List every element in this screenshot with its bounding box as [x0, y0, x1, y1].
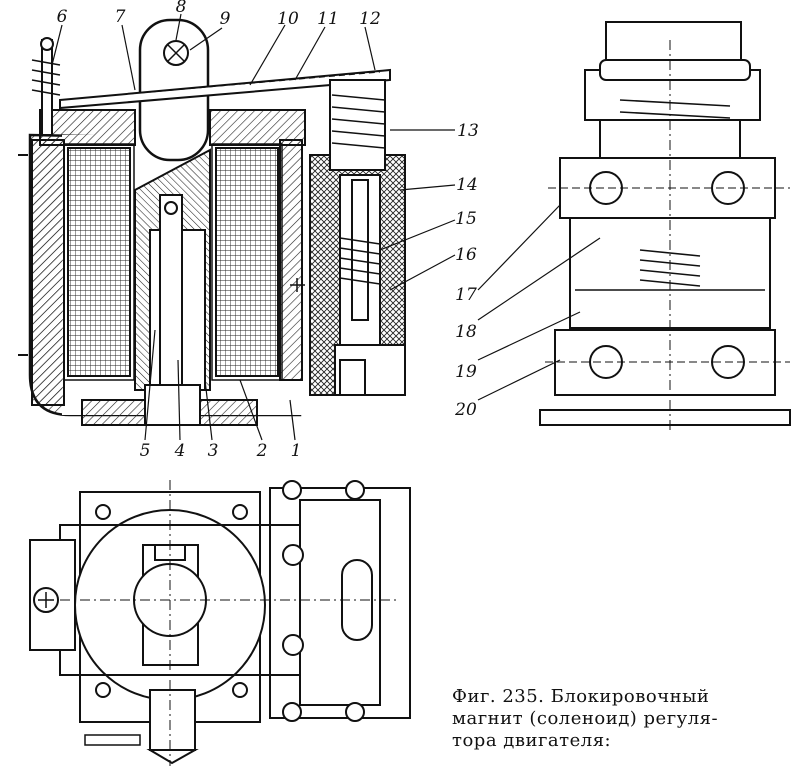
label-18: 18 [455, 322, 477, 342]
label-13: 13 [457, 121, 479, 141]
label-10: 10 [277, 9, 299, 29]
plan-view [29, 480, 411, 766]
side-view [539, 21, 791, 430]
label-16: 16 [455, 245, 477, 265]
label-1: 1 [291, 441, 302, 461]
label-5: 5 [140, 441, 151, 461]
label-4: 4 [174, 441, 186, 461]
caption-line-1: Фиг. 235. Блокировочный [452, 686, 710, 707]
label-7: 7 [115, 7, 126, 27]
label-20: 20 [454, 400, 477, 420]
label-15: 15 [455, 209, 477, 229]
callout-labels: 6 7 8 9 10 11 12 13 14 15 16 17 18 19 20… [57, 0, 479, 461]
leader-lines-side [477, 204, 601, 401]
label-14: 14 [456, 175, 478, 195]
caption-line-3: тора двигателя: [452, 730, 612, 751]
label-8: 8 [176, 0, 187, 17]
leader-lines-section [51, 13, 456, 441]
label-6: 6 [57, 7, 68, 27]
figure-caption: Фиг. 235. Блокировочный магнит (соленоид… [452, 686, 792, 752]
sectional-view [18, 18, 406, 426]
label-9: 9 [220, 9, 231, 29]
label-12: 12 [359, 9, 381, 29]
label-3: 3 [208, 441, 219, 461]
caption-line-2: магнит (соленоид) регуля- [452, 708, 719, 729]
label-19: 19 [455, 362, 477, 382]
label-2: 2 [256, 441, 268, 461]
label-11: 11 [317, 9, 339, 29]
label-17: 17 [455, 285, 477, 305]
